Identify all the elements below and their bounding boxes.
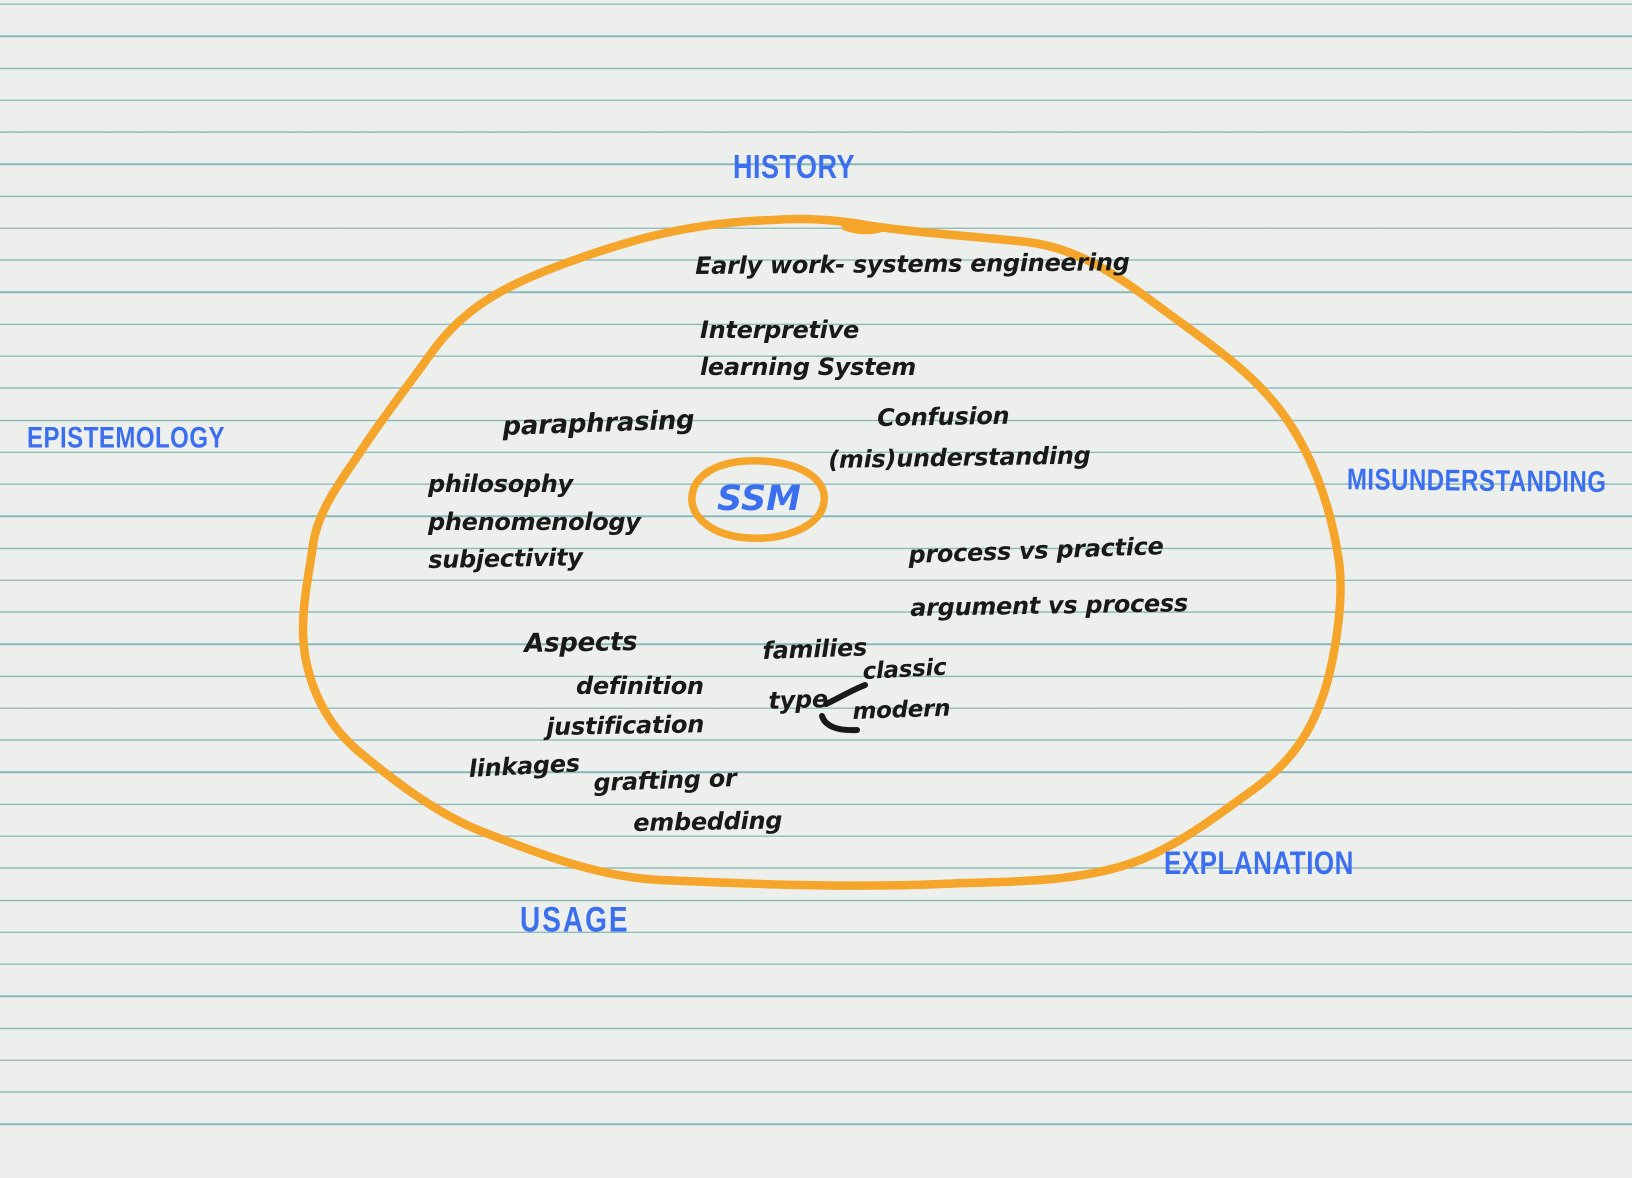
note-families: families [762, 633, 868, 665]
note-learning-system: learning System [700, 353, 916, 381]
boundary-overlap-stroke [841, 223, 887, 235]
note-justification: justification [546, 710, 705, 741]
label-misunderstanding: MISUNDERSTANDING [1346, 463, 1607, 500]
label-history: HISTORY [733, 148, 856, 186]
label-epistemology: EPISTEMOLOGY [27, 421, 226, 455]
note-grafting-or: grafting or [593, 764, 737, 797]
note-confusion: Confusion [877, 401, 1010, 432]
note-philosophy: philosophy [428, 470, 573, 498]
note-mis-understanding: (mis)understanding [828, 441, 1091, 474]
label-explanation: EXPLANATION [1164, 844, 1354, 882]
note-type: type [768, 684, 829, 715]
note-aspects: Aspects [524, 627, 638, 659]
note-linkages: linkages [468, 749, 581, 783]
note-definition: definition [576, 672, 704, 700]
outer-boundary-stroke [298, 214, 1345, 890]
note-subjectivity: subjectivity [428, 543, 583, 574]
note-classic: classic [862, 654, 948, 685]
center-topic: SSM [717, 479, 801, 519]
note-interpretive: Interpretive [700, 316, 859, 344]
note-modern: modern [852, 695, 951, 725]
note-phenomenology: phenomenology [428, 508, 641, 536]
type-branch-lower-stroke [819, 713, 860, 734]
note-embedding: embedding [633, 806, 783, 837]
note-argument-vs-process: argument vs process [910, 589, 1189, 622]
type-branch-upper-stroke [823, 682, 868, 707]
note-early-work: Early work- systems engineering [695, 248, 1130, 280]
label-usage: USAGE [520, 900, 630, 939]
ssm-circle-stroke [688, 457, 828, 542]
